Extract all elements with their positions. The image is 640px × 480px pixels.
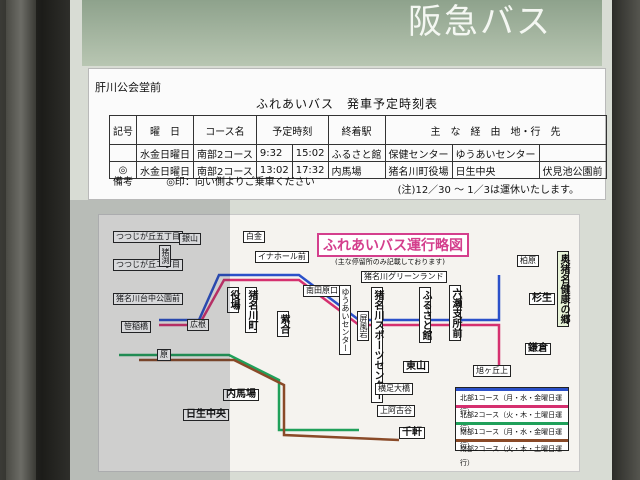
- sign-header: 阪急バス: [82, 0, 602, 66]
- sign-frame-left: [0, 0, 70, 480]
- station-shirogane: 白金: [243, 231, 265, 243]
- row-mark: ◎: [109, 161, 137, 179]
- station-senken: 千軒: [399, 427, 425, 439]
- station-kamiakoya: 上阿古谷: [377, 405, 415, 417]
- map-subtitle: (主な停留所のみ記載しております): [335, 258, 446, 266]
- remarks-label: 備考: [113, 177, 133, 188]
- table-row: 水金日曜日 南部2コース 9:32 15:02 ふるさと館 保健センター ゆうあ…: [109, 144, 607, 162]
- timetable-title: ふれあいバス 発車予定時刻表: [255, 97, 438, 111]
- row-via-3: 伏見池公園前: [538, 161, 607, 179]
- station-higashiyama: 東山: [403, 361, 429, 373]
- stop-name: 肝川公会堂前: [95, 81, 161, 94]
- sign-pole: [6, 0, 36, 480]
- shadow-overlay: [70, 200, 230, 480]
- row-time-1: 9:32: [255, 144, 293, 162]
- station-asahigaoka: 旭ヶ丘上: [473, 365, 511, 377]
- station-inagawadai: 猪名川台中公園前: [113, 293, 183, 305]
- row-via-2: ゆうあいセンター: [451, 144, 540, 162]
- station-shiou: 紫合: [277, 311, 289, 337]
- station-yakuba: 役場: [227, 287, 239, 313]
- brand-name: 阪急バス: [408, 2, 552, 42]
- row-terminal: ふるさと館: [327, 144, 386, 162]
- station-hirone: 広根: [187, 319, 209, 331]
- row-day: 水金日曜日: [136, 161, 194, 179]
- legend-south2: 南部2コース（火・木・土曜日運行）: [456, 439, 568, 467]
- station-sports-center: 猪名川スポーツセンター: [371, 287, 383, 403]
- station-ginzan: 銀山: [179, 233, 201, 245]
- row-course: 南部2コース: [193, 144, 257, 162]
- sign-frame-right: [612, 0, 640, 480]
- map-title: ふれあいバス運行略図: [317, 233, 469, 257]
- row-course: 南部2コース: [193, 161, 257, 179]
- header-course: コース名: [193, 115, 257, 145]
- station-inahall: イナホール前: [255, 251, 309, 263]
- holiday-note: (注)12／30 ～ 1／3は運休いたします。: [397, 185, 579, 196]
- legend-south1: 南部1コース（月・水・金曜日運行）: [456, 422, 568, 450]
- remarks-text: ◎印：向い側よりご乗車ください: [166, 177, 315, 188]
- header-terminal: 終着駅: [327, 115, 386, 145]
- row-via-3: [538, 144, 607, 162]
- station-sasaine: 笹稲橋: [121, 321, 151, 333]
- station-yokoashi-ohashi: 横足大橋: [375, 383, 413, 395]
- legend-north2: 北部2コース（火・木・土曜日運行）: [456, 405, 568, 433]
- row-via-1: 猪名川町役場: [384, 161, 453, 179]
- station-kashiwabara: 柏原: [517, 255, 539, 267]
- station-byobuiwa: 屏風岩: [357, 311, 369, 341]
- station-uchibanba: 内馬場: [223, 389, 259, 401]
- station-minamitawara: 南田原口: [303, 285, 341, 297]
- station-hara: 原: [157, 349, 171, 361]
- timetable-sheet: 肝川公会堂前 ふれあいバス 発車予定時刻表 記号 曜 日 コース名 予定時刻 終…: [88, 68, 607, 200]
- header-day: 曜 日: [136, 115, 194, 145]
- station-tsutsujigaoka5: つつじが丘五丁目: [113, 231, 183, 243]
- station-rokuse: 六瀬支所前: [449, 285, 461, 341]
- row-day: 水金日曜日: [136, 144, 194, 162]
- header-mark: 記号: [109, 115, 137, 145]
- row-time-2: 15:02: [291, 144, 329, 162]
- legend-north1: 北部1コース（月・水・金曜日運行）: [456, 388, 568, 416]
- row-via-2: 日生中央: [451, 161, 540, 179]
- table-header-row: 記号 曜 日 コース名 予定時刻 終着駅 主 な 経 由 地・行 先: [109, 115, 607, 145]
- station-nisseichuo: 日生中央: [183, 409, 229, 421]
- station-kamakura: 鎌倉: [525, 343, 551, 355]
- route-line-south1: [119, 353, 359, 432]
- station-furusatokan: ふるさと館: [419, 287, 431, 343]
- route-line-south2: [139, 358, 400, 442]
- header-time: 予定時刻: [255, 115, 329, 145]
- station-sugio: 杉生: [529, 293, 555, 305]
- route-legend: 北部1コース（月・水・金曜日運行） 北部2コース（火・木・土曜日運行） 南部1コ…: [455, 387, 569, 467]
- route-map: ふれあいバス運行略図 (主な停留所のみ記載しております) つつじが丘五丁目 つつ…: [98, 214, 580, 472]
- row-terminal: 内馬場: [327, 161, 386, 179]
- row-mark: [109, 144, 137, 162]
- table-row: ◎ 水金日曜日 南部2コース 13:02 17:32 内馬場 猪名川町役場 日生…: [109, 161, 607, 179]
- station-inobuchi: 猪渕: [159, 245, 171, 267]
- remarks: 備考 ◎印：向い側よりご乗車ください: [113, 173, 315, 188]
- timetable-table: 記号 曜 日 コース名 予定時刻 終着駅 主 な 経 由 地・行 先 水金日曜日…: [109, 115, 607, 179]
- header-via: 主 な 経 由 地・行 先: [384, 115, 607, 145]
- station-inagawacho: 猪名川町: [245, 287, 257, 333]
- station-yuai-center: ゆうあいセンター: [339, 285, 351, 355]
- station-greenland: 猪名川グリーンランド: [361, 271, 447, 283]
- row-via-1: 保健センター: [384, 144, 453, 162]
- station-okuinakenko: 奥猪名健康の郷: [557, 251, 569, 327]
